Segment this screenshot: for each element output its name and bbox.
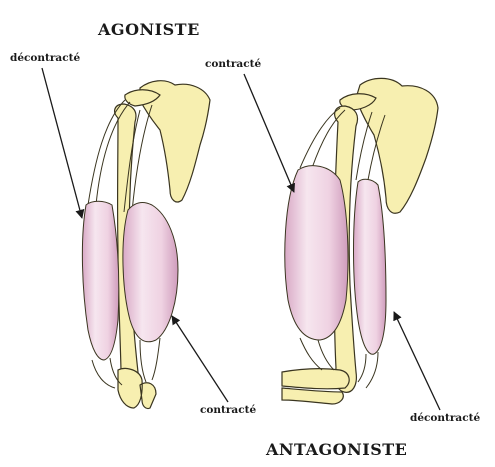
label-left-contracted: contracté bbox=[200, 404, 256, 416]
right-forearm bbox=[282, 369, 349, 404]
label-right-relaxed: décontracté bbox=[410, 412, 480, 424]
left-arm bbox=[82, 81, 210, 409]
right-relaxed-muscle bbox=[354, 179, 387, 354]
arrow-left-top bbox=[42, 68, 82, 218]
left-relaxed-muscle bbox=[82, 201, 118, 360]
arrow-right-top bbox=[244, 74, 294, 192]
left-forearm bbox=[118, 368, 156, 408]
arrow-right-bottom bbox=[394, 312, 440, 410]
title-antagoniste: ANTAGONISTE bbox=[266, 440, 407, 459]
arrow-left-bottom bbox=[172, 316, 228, 402]
label-left-relaxed: décontracté bbox=[10, 52, 80, 64]
title-agoniste: AGONISTE bbox=[98, 20, 200, 39]
label-right-contracted: contracté bbox=[205, 58, 261, 70]
left-contracted-muscle bbox=[123, 203, 178, 342]
